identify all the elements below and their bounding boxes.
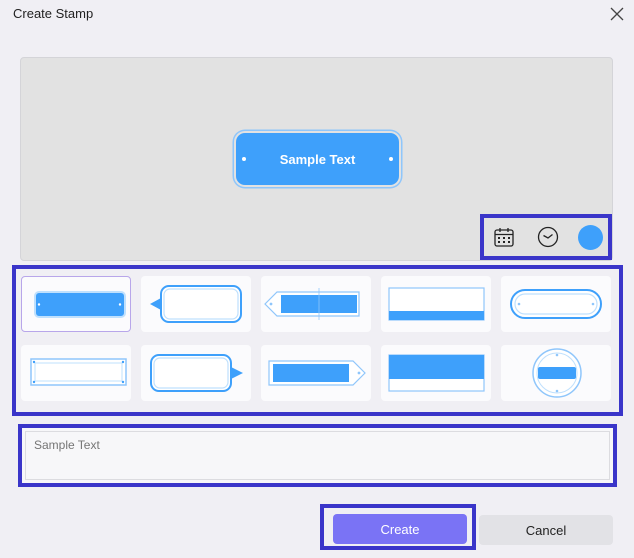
close-button[interactable] — [606, 3, 628, 25]
stamp-dot-right — [389, 157, 393, 161]
calendar-icon — [494, 228, 514, 247]
stamp-options-toolbar — [480, 214, 612, 260]
create-button-frame: Create — [320, 504, 476, 550]
circle-badge-style-icon — [532, 348, 582, 398]
date-button[interactable] — [492, 225, 516, 249]
ribbon-right-filled-style-icon — [268, 360, 366, 386]
title-bar: Create Stamp — [0, 0, 634, 30]
time-button[interactable] — [536, 225, 560, 249]
ribbon-filled-style-icon — [264, 288, 360, 320]
dialog-title: Create Stamp — [13, 6, 94, 21]
preview-stamp: Sample Text — [236, 133, 399, 185]
stamp-style-tile-1[interactable] — [21, 276, 131, 332]
stamp-style-tile-2[interactable] — [141, 276, 251, 332]
close-icon — [610, 7, 624, 21]
stamp-text-input[interactable] — [25, 431, 610, 480]
stamp-dot-left — [242, 157, 246, 161]
stamp-style-tile-8[interactable] — [261, 345, 371, 401]
banner-split-filled-style-icon — [388, 354, 485, 392]
stamp-style-tile-4[interactable] — [381, 276, 491, 332]
stamp-preview-area: Sample Text — [20, 57, 613, 261]
pill-outline-style-icon — [510, 289, 602, 319]
stamp-style-tile-7[interactable] — [141, 345, 251, 401]
color-picker-button[interactable] — [578, 225, 603, 250]
stamp-style-tile-6[interactable] — [21, 345, 131, 401]
banner-bottom-bar-style-icon — [388, 287, 485, 321]
stamp-text-frame — [18, 424, 617, 487]
stamp-style-gallery — [12, 265, 623, 416]
stamp-style-tile-9[interactable] — [381, 345, 491, 401]
rounded-rect-filled-style-icon — [34, 291, 126, 318]
preview-stamp-text: Sample Text — [279, 151, 356, 167]
create-button[interactable]: Create — [333, 514, 467, 544]
rect-outline-dots-style-icon — [30, 358, 127, 386]
speech-bubble-right-style-icon — [150, 354, 243, 392]
stamp-style-tile-3[interactable] — [261, 276, 371, 332]
stamp-style-tile-5[interactable] — [501, 276, 611, 332]
cancel-button[interactable]: Cancel — [479, 515, 613, 545]
clock-icon — [537, 226, 559, 248]
speech-bubble-left-style-icon — [150, 285, 242, 323]
stamp-style-tile-10[interactable] — [501, 345, 611, 401]
